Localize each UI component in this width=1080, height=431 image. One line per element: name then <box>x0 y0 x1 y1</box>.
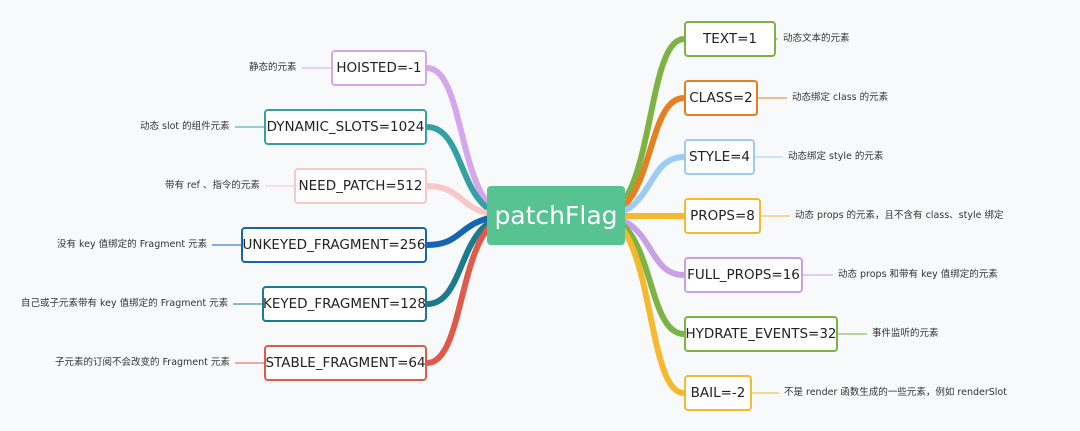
flag-node-left: KEYED_FRAGMENT=128 <box>262 286 427 322</box>
flag-description: 动态绑定 style 的元素 <box>788 151 884 162</box>
flag-node-right: TEXT=1 <box>684 21 776 57</box>
flag-node-right: FULL_PROPS=16 <box>684 257 803 293</box>
flag-node-right: HYDRATE_EVENTS=32 <box>684 316 838 352</box>
flag-node-left: NEED_PATCH=512 <box>294 168 427 204</box>
flag-description: 动态 props 的元素，且不含有 class、style 绑定 <box>795 210 1004 221</box>
flag-description: 事件监听的元素 <box>872 328 939 339</box>
flag-description: 静态的元素 <box>249 62 297 73</box>
flag-description: 不是 render 函数生成的一些元素，例如 renderSlot <box>784 387 1007 398</box>
flag-node-right: STYLE=4 <box>684 139 755 175</box>
flag-node-right: CLASS=2 <box>684 80 758 116</box>
flag-node-right: BAIL=-2 <box>684 375 752 411</box>
flag-description: 子元素的订阅不会改变的 Fragment 元素 <box>55 357 230 368</box>
flag-node-left: STABLE_FRAGMENT=64 <box>264 345 427 381</box>
flag-description: 带有 ref 、指令的元素 <box>165 180 260 191</box>
flag-description: 动态 props 和带有 key 值绑定的元素 <box>838 269 998 280</box>
flag-node-left: DYNAMIC_SLOTS=1024 <box>264 109 427 145</box>
flag-node-left: HOISTED=-1 <box>331 50 427 86</box>
flag-description: 动态文本的元素 <box>783 33 850 44</box>
flag-description: 动态绑定 class 的元素 <box>792 92 889 103</box>
flag-node-left: UNKEYED_FRAGMENT=256 <box>241 227 427 263</box>
flag-description: 没有 key 值绑定的 Fragment 元素 <box>57 239 208 250</box>
root-node-patchflag: patchFlag <box>487 186 625 245</box>
flag-node-right: PROPS=8 <box>684 198 761 234</box>
flag-description: 动态 slot 的组件元素 <box>140 121 230 132</box>
flag-description: 自己或子元素带有 key 值绑定的 Fragment 元素 <box>21 298 229 309</box>
